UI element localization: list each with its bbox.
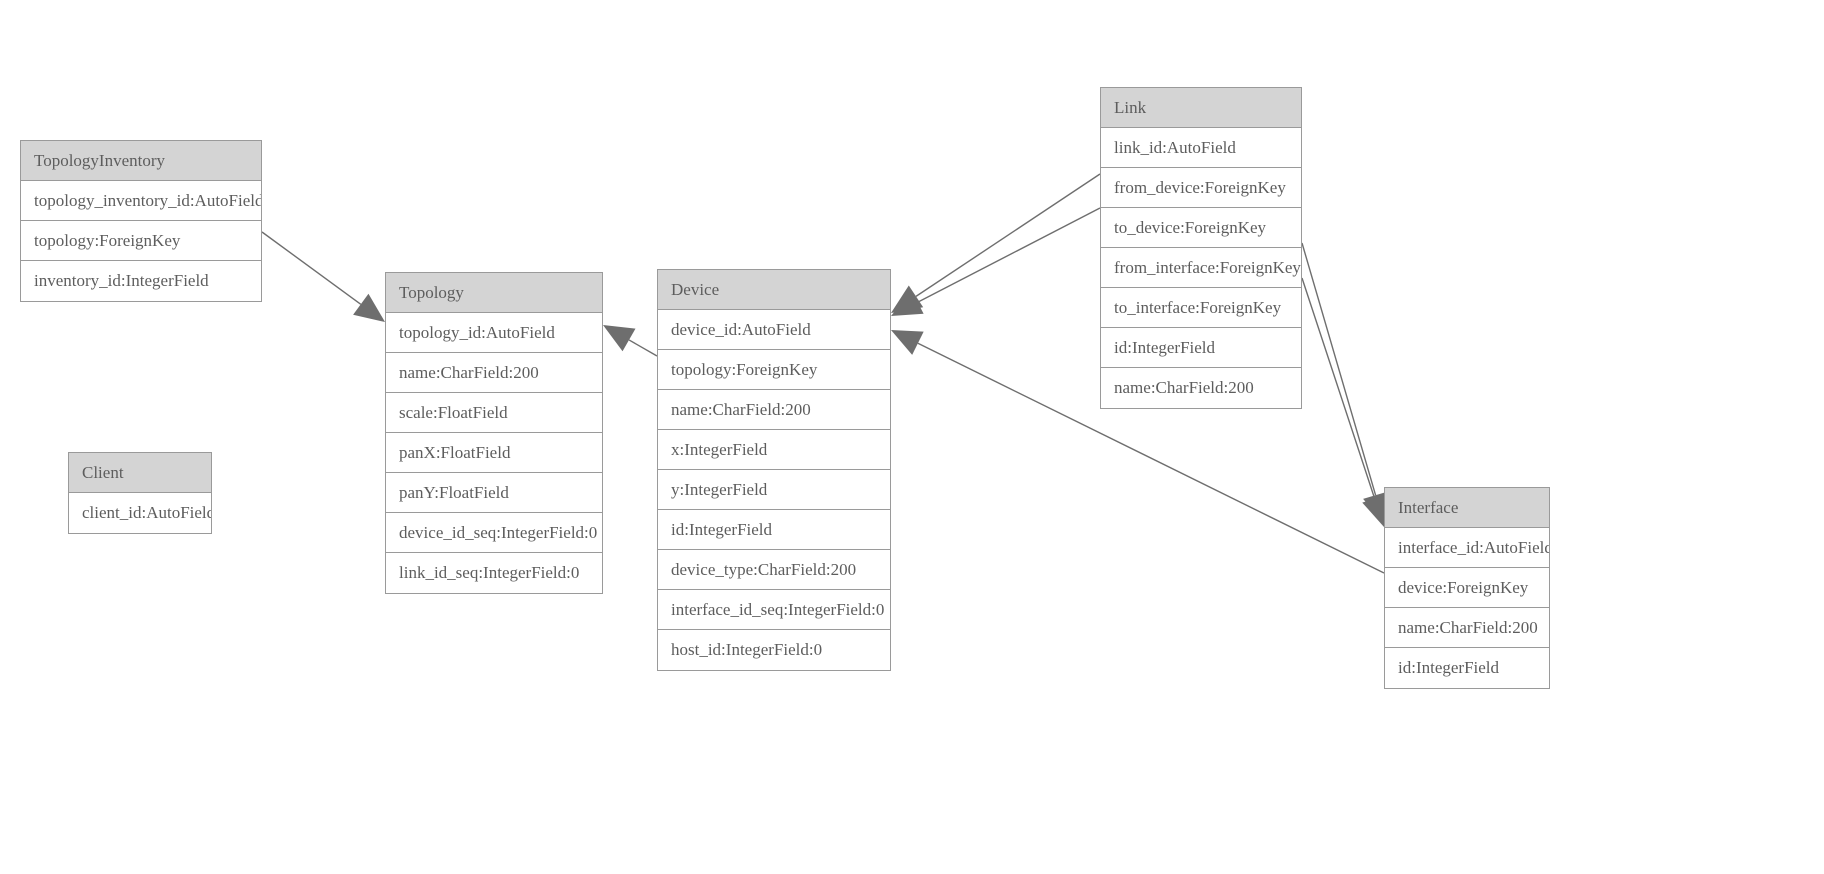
entity-field: panY:FloatField <box>386 473 602 513</box>
entity-field: inventory_id:IntegerField <box>21 261 261 301</box>
entity-title-device: Device <box>658 270 890 310</box>
entity-field: device:ForeignKey <box>1385 568 1549 608</box>
entity-title-interface: Interface <box>1385 488 1549 528</box>
entity-field: id:IntegerField <box>658 510 890 550</box>
relationship-line <box>1301 277 1376 499</box>
entity-field: id:IntegerField <box>1101 328 1301 368</box>
entity-field: panX:FloatField <box>386 433 602 473</box>
relationship-line <box>915 173 1101 297</box>
entity-field: topology:ForeignKey <box>658 350 890 390</box>
relationship-arrowhead <box>891 330 924 355</box>
entity-field: link_id_seq:IntegerField:0 <box>386 553 602 593</box>
entity-field: device_id:AutoField <box>658 310 890 350</box>
entity-field: topology_id:AutoField <box>386 313 602 353</box>
entity-title-client: Client <box>69 453 211 493</box>
relationship-topology_inventory-to-topology <box>261 231 385 322</box>
relationship-device-to-topology <box>603 325 658 357</box>
entity-field: from_interface:ForeignKey <box>1101 248 1301 288</box>
entity-field: to_device:ForeignKey <box>1101 208 1301 248</box>
entity-field: name:CharField:200 <box>658 390 890 430</box>
entity-title-topology: Topology <box>386 273 602 313</box>
relationship-arrowhead <box>891 290 924 316</box>
entity-field: name:CharField:200 <box>1101 368 1301 408</box>
entity-field: link_id:AutoField <box>1101 128 1301 168</box>
entity-field: topology:ForeignKey <box>21 221 261 261</box>
entity-field: id:IntegerField <box>1385 648 1549 688</box>
entity-title-link: Link <box>1101 88 1301 128</box>
entity-field: interface_id:AutoField <box>1385 528 1549 568</box>
entity-field: scale:FloatField <box>386 393 602 433</box>
entity-field: x:IntegerField <box>658 430 890 470</box>
relationship-link-to_interface-to-interface <box>1301 277 1387 527</box>
entity-field: to_interface:ForeignKey <box>1101 288 1301 328</box>
relationship-link-to_device-to-device <box>891 207 1101 316</box>
relationship-arrowhead <box>891 285 924 313</box>
relationship-line <box>261 231 362 305</box>
entity-field: name:CharField:200 <box>1385 608 1549 648</box>
relationship-link-from_interface-to-interface <box>1301 242 1389 524</box>
relationship-link-from_device-to-device <box>891 173 1101 313</box>
relationship-arrowhead <box>603 325 636 352</box>
entity-field: device_id_seq:IntegerField:0 <box>386 513 602 553</box>
entity-title-topology_inventory: TopologyInventory <box>21 141 261 181</box>
entity-field: client_id:AutoField <box>69 493 211 533</box>
relationship-line <box>917 207 1101 303</box>
entity-field: from_device:ForeignKey <box>1101 168 1301 208</box>
relationship-arrowhead <box>353 293 385 322</box>
entity-field: topology_inventory_id:AutoField <box>21 181 261 221</box>
entity-field: device_type:CharField:200 <box>658 550 890 590</box>
entity-field: host_id:IntegerField:0 <box>658 630 890 670</box>
relationship-line <box>628 339 658 357</box>
relationship-line <box>1301 242 1377 496</box>
entity-field: y:IntegerField <box>658 470 890 510</box>
entity-field: name:CharField:200 <box>386 353 602 393</box>
entity-field: interface_id_seq:IntegerField:0 <box>658 590 890 630</box>
